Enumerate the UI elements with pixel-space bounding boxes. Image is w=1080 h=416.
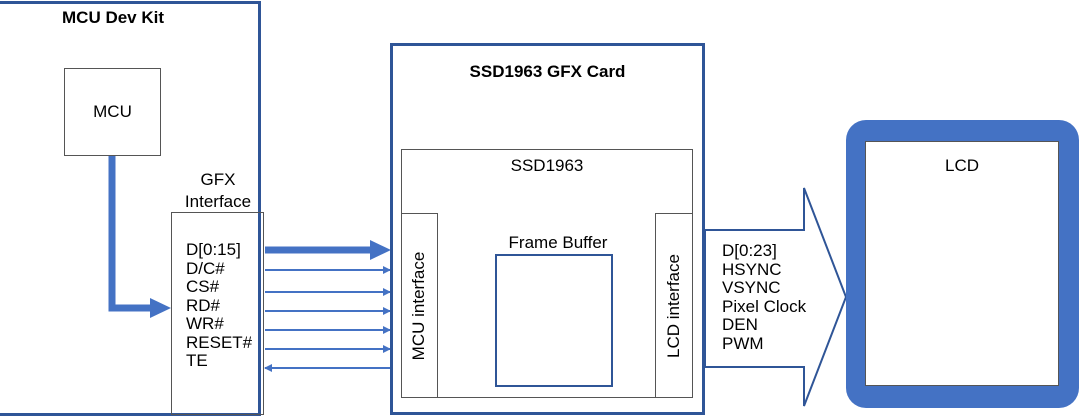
signal-te: TE — [186, 351, 208, 370]
data-bus-arrow — [265, 240, 391, 260]
mcu-interface-block — [401, 213, 438, 398]
signal-data: D[0:15] — [186, 240, 241, 259]
lcd-bus-arrow — [704, 187, 848, 407]
gfx-signal-list: D[0:15] D/C# CS# RD# WR# RESET# TE — [186, 240, 253, 371]
signal-wr: WR# — [186, 314, 224, 333]
frame-buffer-label: Frame Buffer — [508, 233, 608, 252]
lcd-signal-pwm: PWM — [722, 333, 764, 353]
lcd-interface-label: LCD interface — [664, 254, 683, 358]
lcd-signal-list: D[0:23] HSYNC VSYNC Pixel Clock DEN PWM — [722, 241, 807, 353]
lcd-signal-data: D[0:23] — [722, 241, 777, 260]
lcd-label: LCD — [944, 156, 979, 175]
lcd-signal-vsync: VSYNC — [722, 278, 781, 297]
signal-dc: D/C# — [186, 258, 225, 278]
mcu-chip-box — [64, 68, 161, 156]
gfx-card-title: SSD1963 GFX Card — [469, 62, 626, 81]
mcu-dev-kit-title: MCU Dev Kit — [62, 8, 165, 27]
gfx-interface-label-line1: GFX — [200, 170, 236, 189]
ssd1963-chip-label: SSD1963 — [510, 156, 584, 175]
frame-buffer-box — [495, 254, 613, 387]
mcu-label: MCU — [93, 102, 132, 121]
signal-rd: RD# — [186, 295, 221, 315]
signal-reset: RESET# — [186, 332, 253, 352]
lcd-interface-block — [655, 213, 693, 398]
lcd-signal-hsync: HSYNC — [722, 259, 782, 279]
mcu-interface-label: MCU interface — [409, 251, 428, 361]
lcd-signal-den: DEN — [722, 315, 758, 334]
gfx-interface-label-line2: Interface — [184, 192, 252, 211]
mcu-to-gfx-arrow — [108, 155, 171, 318]
lcd-screen — [865, 141, 1059, 386]
signal-cs: CS# — [186, 277, 220, 296]
lcd-signal-pixel-clock: Pixel Clock — [722, 296, 807, 316]
